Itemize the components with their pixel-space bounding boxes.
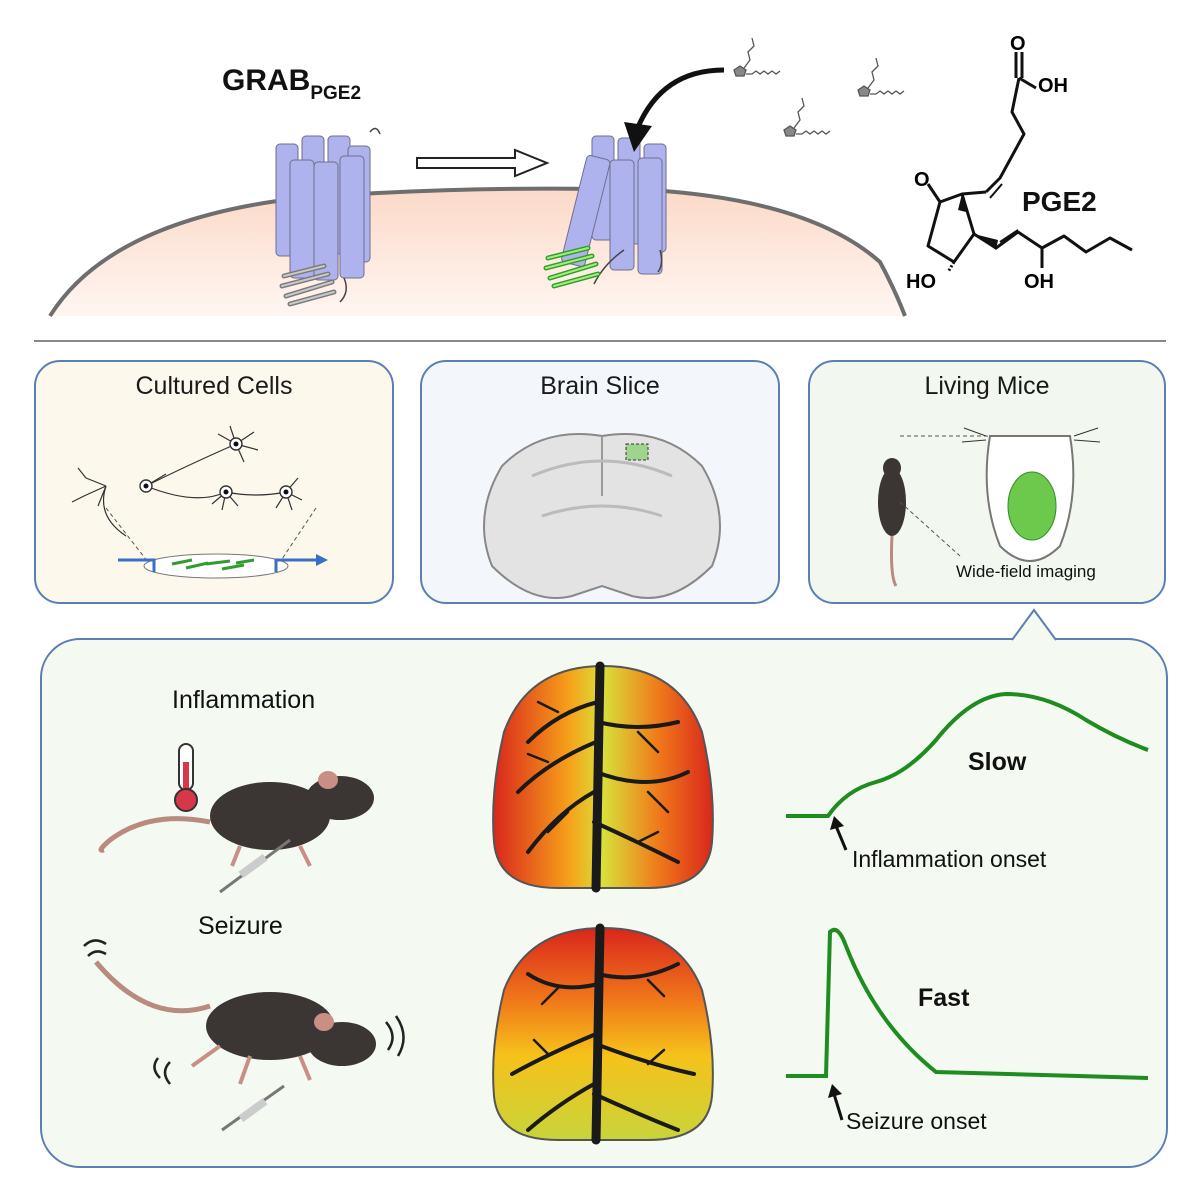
fast-label: Fast <box>918 984 970 1012</box>
inflammation-onset-label: Inflammation onset <box>852 846 1047 872</box>
inflammation-label: Inflammation <box>172 686 316 714</box>
mouse-top-view-illustration <box>878 427 1101 587</box>
acid-oh-label: OH <box>1038 75 1068 97</box>
inflammation-onset-arrow-icon <box>830 816 848 851</box>
sensor-title: GRABPGE2 <box>222 64 361 104</box>
thermometer-icon <box>174 743 198 812</box>
oh-label: OH <box>1024 271 1054 293</box>
seizure-brain-map <box>492 923 714 1145</box>
ho-label: HO <box>906 271 936 293</box>
inflammation-brain-map <box>492 661 714 893</box>
fast-trace <box>786 927 1149 1080</box>
slow-trace <box>786 691 1149 818</box>
receptor-active <box>543 135 667 289</box>
brain-slice-panel: Brain Slice <box>420 360 780 604</box>
slow-label: Slow <box>968 748 1027 776</box>
pge2-label: PGE2 <box>1022 186 1097 217</box>
section-divider <box>34 340 1166 342</box>
pge2-structure: OH O O HO OH <box>906 33 1133 293</box>
cell-membrane <box>48 186 907 318</box>
inflammation-mouse-icon <box>98 771 374 894</box>
imaging-label: Wide-field imaging <box>956 562 1096 581</box>
sensor-subscript: PGE2 <box>310 83 362 104</box>
living-mice-panel: Living Mice Wide-field imaging <box>808 360 1166 604</box>
seizure-onset-label: Seizure onset <box>846 1108 987 1134</box>
pge2-molecule-icons <box>733 37 905 137</box>
living-mice-title: Living Mice <box>924 372 1050 400</box>
seizure-mouse-icon <box>83 939 405 1132</box>
brain-slice-illustration <box>483 433 721 599</box>
transition-arrow-icon <box>416 148 550 178</box>
binding-arrow-icon <box>624 67 725 152</box>
seizure-onset-arrow-icon <box>828 1084 844 1121</box>
neurons-illustration <box>71 425 328 579</box>
cultured-cells-title: Cultured Cells <box>135 372 293 400</box>
sensor-name: GRAB <box>222 64 311 97</box>
brain-slice-title: Brain Slice <box>540 372 660 400</box>
callout-pointer <box>1011 608 1057 641</box>
ketone-o-label: O <box>914 169 930 191</box>
receptor-inactive <box>275 127 381 307</box>
cultured-cells-panel: Cultured Cells <box>34 360 394 604</box>
acid-o-label: O <box>1010 33 1026 55</box>
seizure-label: Seizure <box>198 912 283 940</box>
